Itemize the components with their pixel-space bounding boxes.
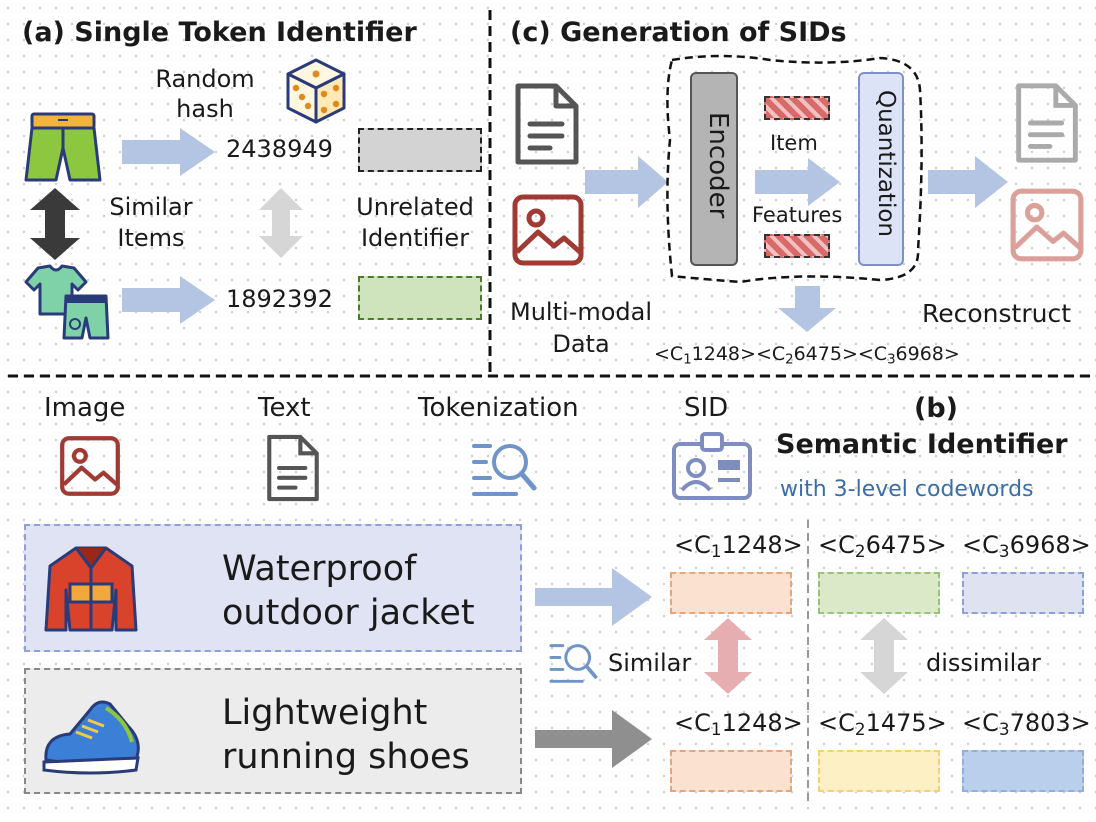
sid-code-sequence: <C11248><C26475><C36968> xyxy=(654,343,960,368)
panel-b-label: (b) xyxy=(914,393,959,424)
legend-tokenization-icon xyxy=(472,444,537,496)
item-feature-bar-bottom xyxy=(764,234,830,258)
legend-image-icon xyxy=(60,436,120,496)
token-box-green xyxy=(358,276,482,320)
panel-b-subtitle: with 3-level codewords xyxy=(780,477,1034,502)
code-2-level-1: <C11248> xyxy=(674,709,803,740)
reconstructed-image-icon xyxy=(1010,188,1084,262)
legend-text-icon xyxy=(267,434,319,502)
encoder-label: Encoder xyxy=(703,112,733,219)
hash-id-1: 2438949 xyxy=(226,135,333,163)
code-2-level-3: <C37803> xyxy=(962,709,1091,740)
reconstruct-label: Reconstruct xyxy=(922,299,1072,328)
codeword-box-2-2 xyxy=(818,750,940,792)
dice-icon xyxy=(286,58,346,124)
running-shoe-icon xyxy=(42,700,140,775)
codeword-box-1-2 xyxy=(818,572,940,614)
features-label: Features xyxy=(752,203,843,227)
panel-a-title: (a) Single Token Identifier xyxy=(22,17,417,48)
panel-c-title: (c) Generation of SIDs xyxy=(510,17,847,48)
item-feature-bar-top xyxy=(764,96,830,120)
image-icon xyxy=(512,194,584,266)
dissimilar-label: dissimilar xyxy=(926,649,1041,677)
reconstructed-document-icon xyxy=(1016,83,1078,163)
legend-sid-label: SID xyxy=(684,393,729,423)
encoder-block: Encoder xyxy=(690,72,738,266)
legend-image-label: Image xyxy=(44,393,126,423)
tshirt-shorts-icon xyxy=(24,264,110,340)
jacket-icon xyxy=(44,546,138,632)
item-2-text: Lightweight running shoes xyxy=(222,693,470,777)
document-icon xyxy=(515,83,579,165)
panel-b-title: Semantic Identifier xyxy=(776,429,1068,460)
shorts-icon xyxy=(24,112,102,182)
item-label: Item xyxy=(770,131,818,155)
legend-text-label: Text xyxy=(258,393,311,423)
token-box-gray xyxy=(358,128,482,172)
random-hash-label: Random hash xyxy=(155,65,255,123)
unrelated-identifier-label: Unrelated Identifier xyxy=(356,193,474,253)
codeword-box-2-1 xyxy=(670,750,792,792)
legend-sid-icon xyxy=(672,432,752,500)
similar-items-label: Similar Items xyxy=(109,193,193,253)
codeword-box-1-1 xyxy=(670,572,792,614)
item-1-text: Waterproof outdoor jacket xyxy=(222,549,475,633)
codeword-box-1-3 xyxy=(962,572,1084,614)
code-1-level-1: <C11248> xyxy=(674,531,803,562)
code-2-level-2: <C21475> xyxy=(818,709,947,740)
code-1-level-3: <C36968> xyxy=(962,531,1091,562)
hash-id-2: 1892392 xyxy=(226,285,333,313)
quantization-block: Quantization xyxy=(858,72,904,266)
legend-tokenization-label: Tokenization xyxy=(418,393,579,423)
codeword-box-2-3 xyxy=(962,750,1084,792)
similar-label: Similar xyxy=(608,649,692,677)
tokenization-icon xyxy=(549,644,598,683)
code-1-level-2: <C26475> xyxy=(818,531,947,562)
quantization-label: Quantization xyxy=(873,90,899,237)
multimodal-data-label: Multi-modal Data xyxy=(510,298,652,359)
